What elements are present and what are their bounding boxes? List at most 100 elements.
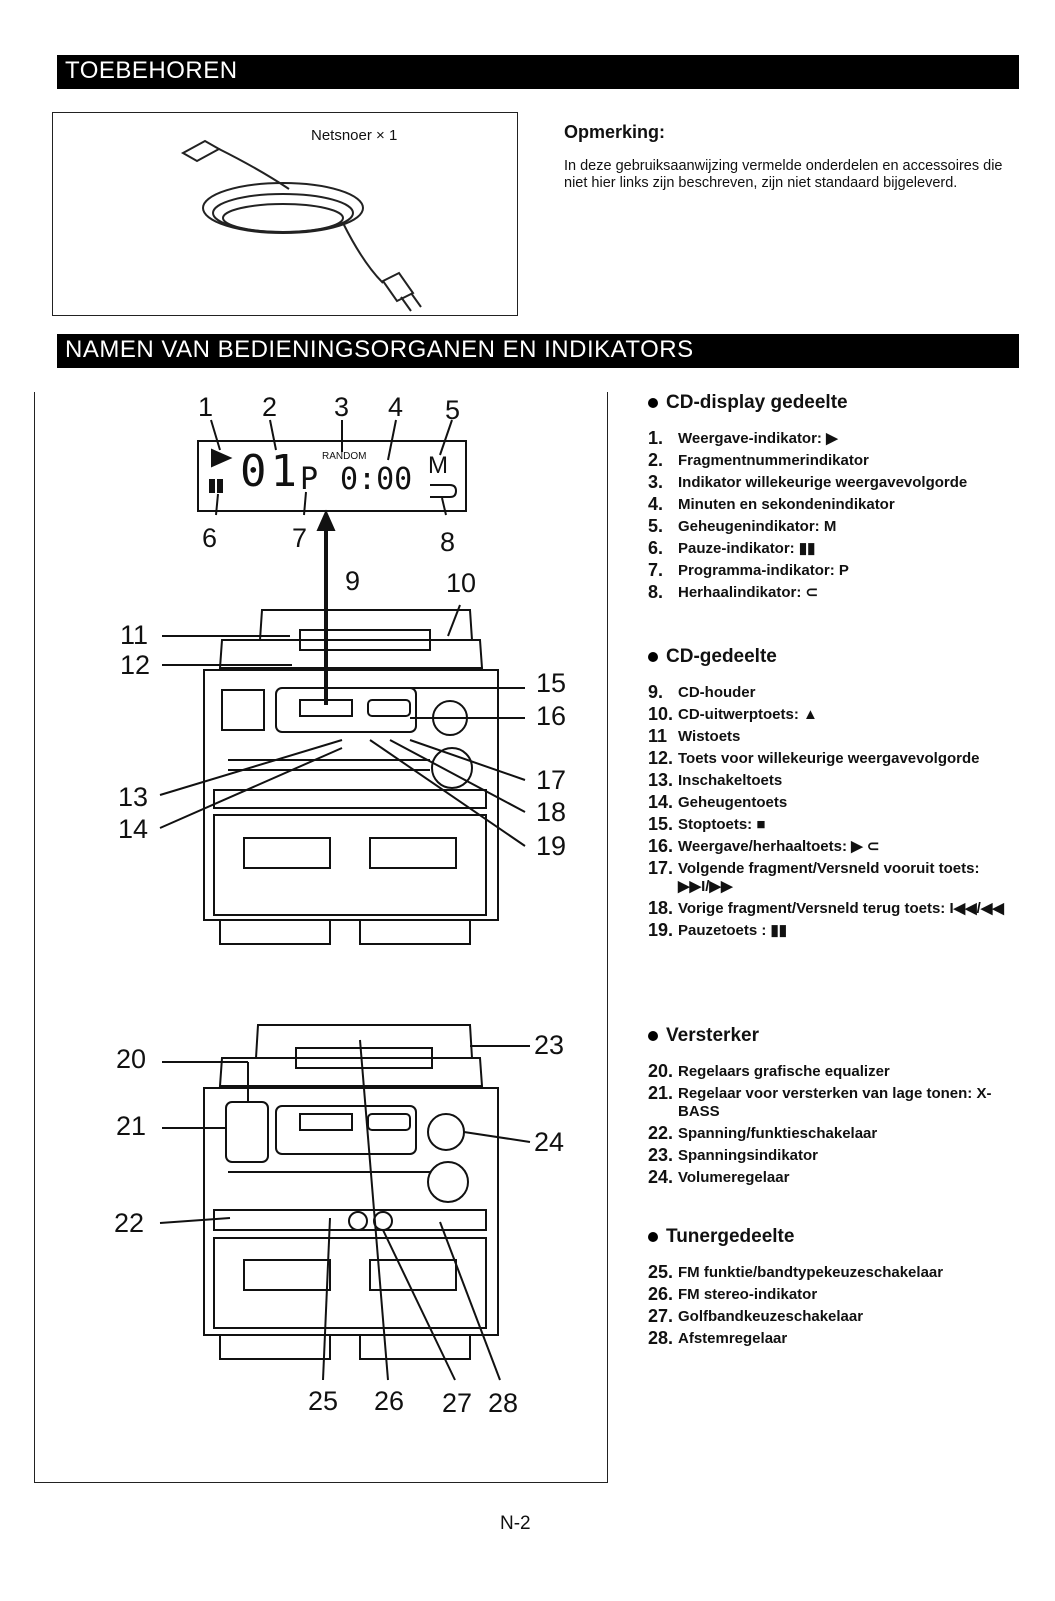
note-title: Opmerking: [564, 122, 666, 142]
list-item: 27.Golfbandkeuzeschakelaar [648, 1307, 1008, 1326]
section-heading: CD-display gedeelte [666, 392, 848, 413]
lcd-random-indicator: RANDOM [322, 451, 367, 462]
callout-16: 16 [536, 701, 567, 731]
list-item: 12.Toets voor willekeurige weergavevolgo… [648, 748, 1008, 768]
list-item: 15.Stoptoets: ■ [648, 814, 1008, 834]
list-item: 9.CD-houder [648, 682, 1008, 702]
callout-13: 13 [118, 782, 149, 812]
callout-19: 19 [536, 831, 567, 861]
callout-21: 21 [116, 1111, 147, 1141]
list-item: 10.CD-uitwerptoets: ▲ [648, 704, 1008, 724]
section-heading: Versterker [666, 1025, 759, 1046]
item-number: 5. [648, 516, 664, 536]
item-text: Pauze-indikator: ▮▮ [678, 540, 816, 557]
callout-8: 8 [440, 527, 456, 557]
item-number: 14. [648, 792, 674, 812]
item-text: FM stereo-indikator [678, 1286, 818, 1303]
item-number: 2. [648, 450, 664, 470]
list-item: 11 Wistoets [648, 726, 1008, 746]
item-text: Geheugenindikator: M [678, 518, 837, 535]
item-number: 15. [648, 814, 674, 834]
item-text: Regelaars grafische equalizer [678, 1063, 890, 1080]
lcd-track-number: 01 [240, 446, 301, 497]
item-number: 16. [648, 836, 674, 856]
item-text: Weergave/herhaaltoets: ▶ ⊂ [678, 838, 880, 855]
callout-22: 22 [114, 1208, 145, 1238]
list-item: 6. Pauze-indikator: ▮▮ [648, 538, 1008, 558]
list-item: 7.Programma-indikator: P [648, 560, 1008, 580]
list-item: 1.Weergave-indikator: ▶ [648, 429, 1008, 448]
callout-26: 26 [374, 1386, 405, 1416]
list-item: 18.Vorige fragment/Versneld terug toets:… [648, 898, 1008, 918]
diagram-box [34, 392, 608, 1483]
power-cord-label: Netsnoer × 1 [311, 127, 398, 144]
item-number: 13. [648, 770, 674, 790]
item-text: Golfbandkeuzeschakelaar [678, 1308, 864, 1325]
item-number: 3. [648, 472, 664, 492]
callout-28: 28 [488, 1388, 519, 1418]
list-item: 26.FM stereo-indikator [648, 1285, 1008, 1304]
item-text: Fragmentnummerindikator [678, 452, 869, 469]
item-number: 11 [648, 726, 668, 746]
controls-header: NAMEN VAN BEDIENINGSORGANEN EN INDIKATOR… [57, 334, 1019, 368]
section-cd-display: CD-display gedeelte 1.Weergave-indikator… [648, 392, 1008, 606]
callout-14: 14 [118, 814, 149, 844]
list-item: 21.Regelaar voor versterken van lage ton… [648, 1083, 1008, 1121]
item-number: 22. [648, 1123, 674, 1143]
controls-title: NAMEN VAN BEDIENINGSORGANEN EN INDIKATOR… [65, 336, 694, 363]
lcd-time: 0:00 [340, 462, 413, 497]
bullet-icon [648, 397, 658, 408]
section-amplifier: Versterker 20.Regelaars grafische equali… [648, 1025, 1008, 1191]
item-number: 7. [648, 560, 664, 580]
section-tuner: Tunergedeelte 25.FM funktie/bandtypekeuz… [648, 1226, 1008, 1352]
list-item: 2. Fragmentnummerindikator [648, 450, 1008, 470]
item-text: Volgende fragment/Versneld vooruit toets… [678, 860, 980, 895]
callout-20: 20 [116, 1044, 147, 1074]
callout-18: 18 [536, 797, 567, 827]
callout-9: 9 [345, 566, 361, 596]
item-number: 18. [648, 898, 674, 918]
bullet-icon [648, 1030, 658, 1041]
callout-5: 5 [445, 395, 461, 425]
list-item: 8. Herhaalindikator: ⊂ [648, 582, 1008, 602]
item-text: FM funktie/bandtypekeuzeschakelaar [678, 1264, 944, 1281]
item-text: Minuten en sekondenindikator [678, 496, 895, 513]
item-text: Pauzetoets : ▮▮ [678, 922, 788, 939]
list-item: 23.Spanningsindikator [648, 1145, 1008, 1165]
callout-3: 3 [334, 392, 350, 422]
callout-2: 2 [262, 392, 278, 422]
callout-7: 7 [292, 523, 308, 553]
bullet-icon [648, 651, 658, 662]
lcd-program-indicator: P [300, 462, 319, 497]
item-text: Afstemregelaar [678, 1330, 788, 1347]
item-text: Weergave-indikator: ▶ [678, 430, 838, 447]
power-cord-illustration [180, 139, 422, 312]
item-text: CD-uitwerptoets: ▲ [678, 706, 818, 723]
item-text: Stoptoets: ■ [678, 816, 766, 833]
callout-24: 24 [534, 1127, 565, 1157]
item-text: Vorige fragment/Versneld terug toets: I◀… [678, 900, 1004, 917]
item-number: 17. [648, 858, 674, 878]
page-number: N-2 [500, 1513, 531, 1534]
item-number: 12. [648, 748, 674, 768]
play-indicator-icon [211, 448, 233, 468]
item-number: 10. [648, 704, 674, 724]
accessories-box: Netsnoer × 1 [52, 112, 518, 316]
item-number: 21. [648, 1083, 674, 1103]
item-text: Wistoets [678, 728, 741, 745]
item-text: Herhaalindikator: ⊂ [678, 584, 819, 601]
callout-1: 1 [198, 392, 214, 422]
item-number: 8. [648, 582, 664, 602]
list-item: 3.Indikator willekeurige weergavevolgord… [648, 472, 1008, 492]
item-number: 6. [648, 538, 664, 558]
bullet-icon [648, 1231, 658, 1242]
callout-11: 11 [120, 620, 149, 650]
item-number: 9. [648, 682, 664, 702]
item-text: Geheugentoets [678, 794, 788, 811]
item-number: 20. [648, 1061, 674, 1081]
item-text: Spanningsindikator [678, 1147, 819, 1164]
item-number: 23. [648, 1145, 674, 1165]
section-heading: CD-gedeelte [666, 646, 777, 667]
